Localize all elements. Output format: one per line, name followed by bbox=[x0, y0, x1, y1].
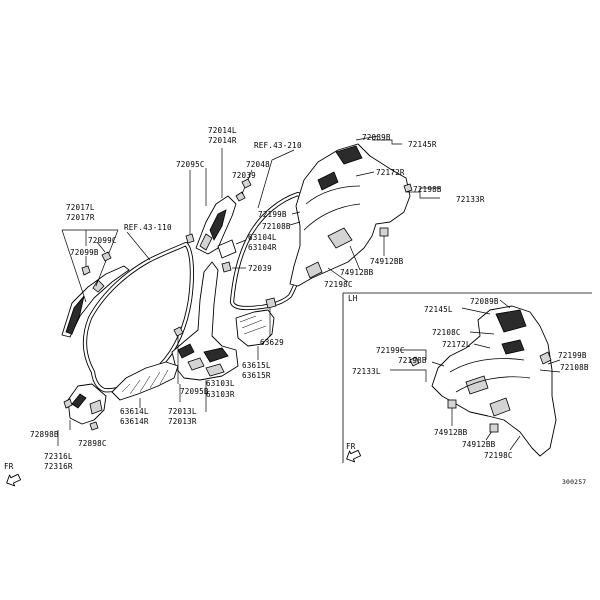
label-ref-43-210: REF.43-210 bbox=[254, 141, 302, 150]
clip-72898b-part bbox=[63, 398, 73, 430]
quarter-trim-rh-part bbox=[289, 143, 411, 287]
label-72145l: 72145L bbox=[424, 305, 453, 314]
fr-arrow-lh-icon bbox=[346, 449, 362, 463]
fr-arrow-main-icon bbox=[6, 473, 22, 487]
label-63103l: 63103L bbox=[206, 379, 235, 388]
center-pillar-upper-trim-part bbox=[195, 148, 237, 255]
center-pillar-lower-trim-part bbox=[171, 261, 239, 412]
label-72108b-main: 72108B bbox=[262, 222, 291, 231]
label-72199b-main: 72199B bbox=[258, 210, 287, 219]
label-ref-43-110: REF.43-110 bbox=[124, 223, 172, 232]
clip-74912bb-lh2-part bbox=[489, 423, 499, 433]
label-74912bb-lh1: 74912BB bbox=[434, 428, 468, 437]
clip-74912bb-main-part bbox=[379, 227, 389, 256]
label-72108b-lh: 72108B bbox=[560, 363, 589, 372]
label-74912bb-main: 74912BB bbox=[370, 257, 404, 266]
label-72198b-lh: 72198B bbox=[398, 356, 427, 365]
door-weatherstrip-part bbox=[82, 231, 194, 393]
part-labels: 72014L 72014R REF.43-210 72095C 72048 72… bbox=[4, 126, 589, 486]
rear-scuff-plate-part bbox=[235, 309, 275, 360]
clip-63629-part bbox=[265, 297, 277, 336]
label-72095b: 72095B bbox=[180, 387, 209, 396]
clip-72198b-main-part bbox=[403, 183, 413, 193]
label-63615r: 63615R bbox=[242, 371, 271, 380]
lh-inset-frame bbox=[342, 292, 592, 463]
clip-72898c-part bbox=[89, 421, 99, 431]
label-72017l: 72017L bbox=[66, 203, 95, 212]
label-fr-lh: FR bbox=[346, 442, 356, 451]
label-72099b: 72099B bbox=[70, 248, 99, 257]
label-lh: LH bbox=[348, 294, 358, 303]
label-72898c: 72898C bbox=[78, 439, 107, 448]
label-72172l: 72172L bbox=[442, 340, 471, 349]
label-63104l: 63104L bbox=[248, 233, 277, 242]
label-72316r: 72316R bbox=[44, 462, 73, 471]
label-72013l: 72013L bbox=[168, 407, 197, 416]
label-72145r: 72145R bbox=[408, 140, 437, 149]
label-74912bb-main-2: 74912BB bbox=[340, 268, 374, 277]
clip-72039a-part bbox=[241, 178, 252, 189]
label-72198c-main: 72198C bbox=[324, 280, 353, 289]
label-63614l: 63614L bbox=[120, 407, 149, 416]
label-72133r: 72133R bbox=[456, 195, 485, 204]
label-63614r: 63614R bbox=[120, 417, 149, 426]
clip-72199b-lh-part bbox=[539, 351, 552, 365]
label-72014l: 72014L bbox=[208, 126, 237, 135]
label-72089b-lh: 72089B bbox=[470, 297, 499, 306]
label-72013r: 72013R bbox=[168, 417, 197, 426]
clip-72099b-part bbox=[81, 265, 91, 276]
clip-72095c-part bbox=[185, 170, 195, 244]
label-72133l: 72133L bbox=[352, 367, 381, 376]
label-63629: 63629 bbox=[260, 338, 284, 347]
label-72039-lower: 72039 bbox=[248, 264, 272, 273]
front-scuff-plate-part bbox=[111, 361, 179, 408]
clip-72199c-part bbox=[409, 356, 420, 367]
label-74912bb-lh2: 74912BB bbox=[462, 440, 496, 449]
lower-front-pillar-trim-part bbox=[57, 383, 107, 446]
label-72316l: 72316L bbox=[44, 452, 73, 461]
label-72198c-lh: 72198C bbox=[484, 451, 513, 460]
bracket-63104-part bbox=[217, 239, 247, 259]
clip-72099c-part bbox=[101, 251, 112, 262]
label-72898b: 72898B bbox=[30, 430, 59, 439]
label-63103r: 63103R bbox=[206, 390, 235, 399]
quarter-trim-rh-leaders bbox=[289, 135, 440, 283]
label-72048: 72048 bbox=[246, 160, 270, 169]
clip-72039b-part bbox=[221, 261, 246, 273]
label-72108c: 72108C bbox=[432, 328, 461, 337]
label-63104r: 63104R bbox=[248, 243, 277, 252]
clip-72095b-part bbox=[173, 326, 184, 384]
label-72199c: 72199C bbox=[376, 346, 405, 355]
clip-74912bb-lh1-part bbox=[447, 399, 457, 409]
quarter-trim-lh-part bbox=[431, 305, 557, 457]
label-fr-main: FR bbox=[4, 462, 14, 471]
label-72095c: 72095C bbox=[176, 160, 205, 169]
label-72199b-lh: 72199B bbox=[558, 351, 587, 360]
label-72017r: 72017R bbox=[66, 213, 95, 222]
quarter-trim-lh-leaders bbox=[390, 299, 561, 451]
label-72014r: 72014R bbox=[208, 136, 237, 145]
label-72172r: 72172R bbox=[376, 168, 405, 177]
front-pillar-trim-part bbox=[61, 265, 130, 338]
label-72039-upper: 72039 bbox=[232, 171, 256, 180]
label-72099c: 72099C bbox=[88, 236, 117, 245]
diagram-code: 300257 bbox=[562, 478, 586, 486]
label-63615l: 63615L bbox=[242, 361, 271, 370]
label-72089b-main: 72089B bbox=[362, 133, 391, 142]
label-72198b-main: 72198B bbox=[413, 185, 442, 194]
